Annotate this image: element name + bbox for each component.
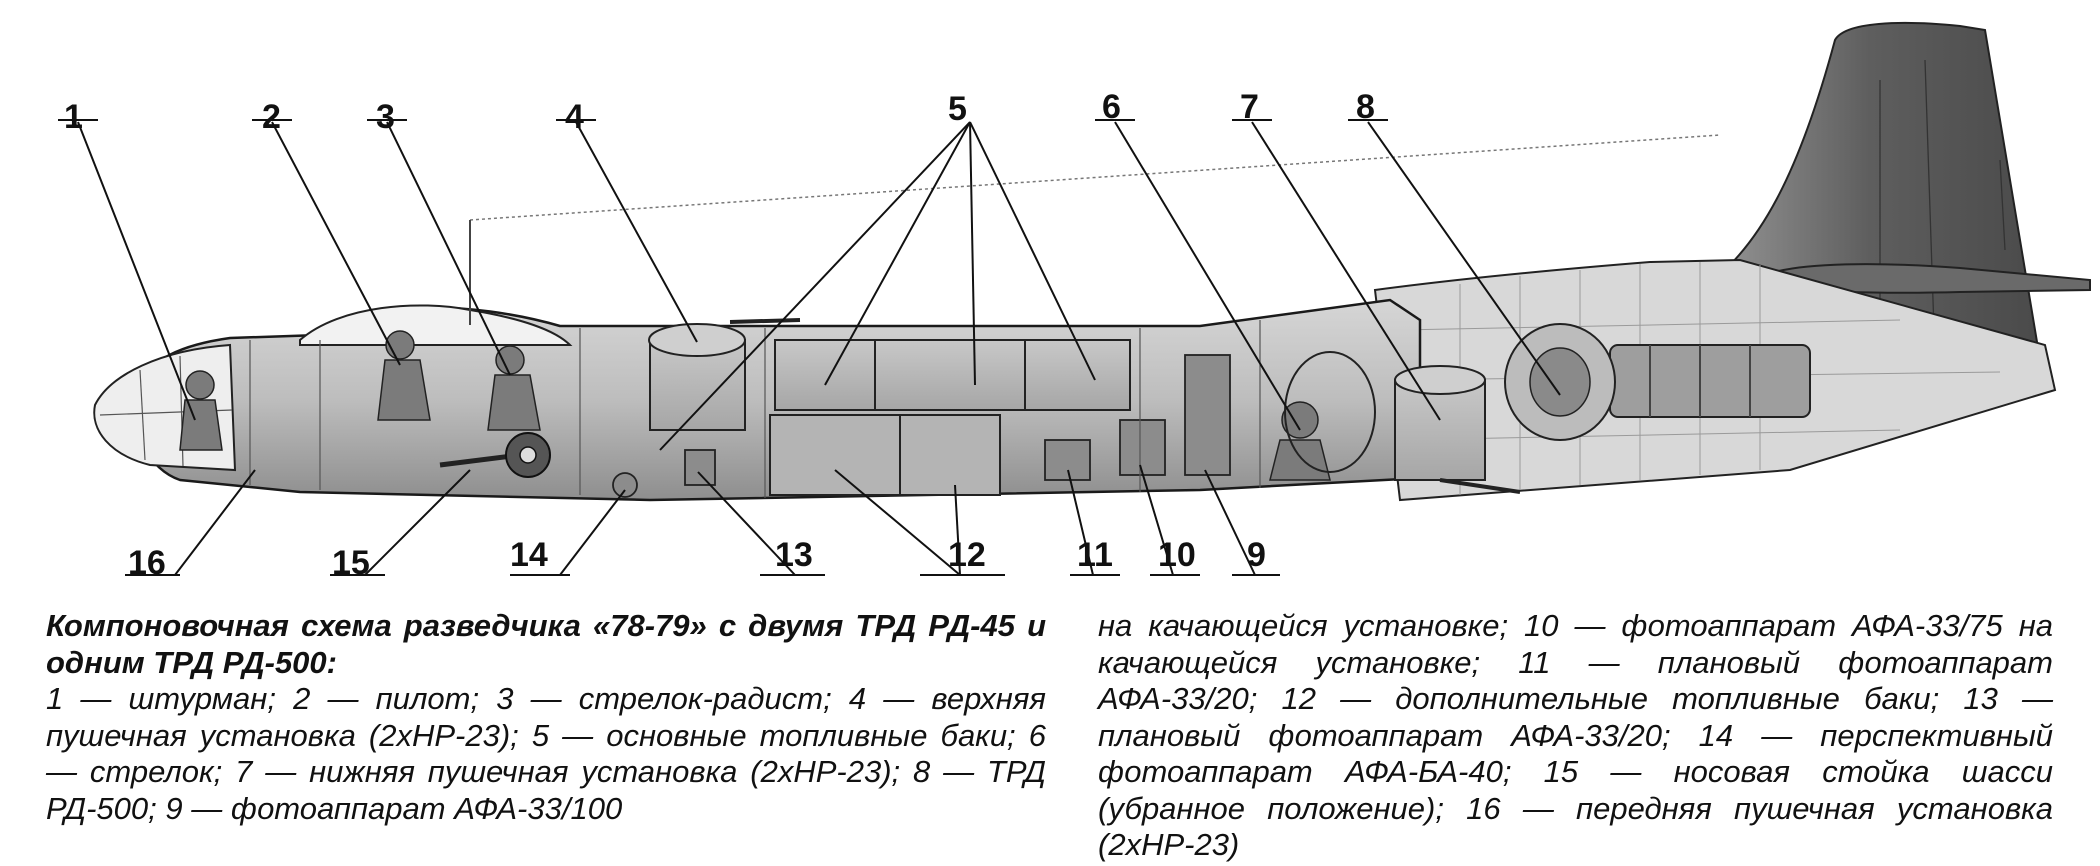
callout-16: 16 <box>128 544 166 582</box>
callout-10: 10 <box>1158 536 1196 574</box>
nose-landing-gear <box>439 432 551 478</box>
callout-9: 9 <box>1247 536 1266 574</box>
callout-2: 2 <box>262 98 281 136</box>
figure-caption: Компоновочная схема разведчика «78-79» с… <box>46 608 2056 862</box>
callout-1: 1 <box>64 98 83 136</box>
callout-5: 5 <box>948 90 967 128</box>
callout-4: 4 <box>565 98 584 136</box>
lower-gun-turret <box>1394 365 1521 494</box>
leader-lines <box>58 119 1561 576</box>
callout-3: 3 <box>376 98 395 136</box>
callout-8: 8 <box>1356 88 1375 126</box>
antenna-wire <box>469 134 1721 221</box>
caption-legend-part1: 1 — штурман; 2 — пилот; 3 — стрелок-ради… <box>46 681 1046 826</box>
tail-engine <box>1504 323 1811 441</box>
callout-14: 14 <box>510 536 548 574</box>
callout-7: 7 <box>1240 88 1259 126</box>
callout-15: 15 <box>332 544 370 582</box>
caption-right-column: на качающейся установке; 10 — фотоаппара… <box>1098 608 2053 864</box>
additional-fuel-tanks <box>769 414 1001 496</box>
main-fuel-tanks <box>774 339 1131 411</box>
callout-6: 6 <box>1102 88 1121 126</box>
aircraft-cutaway-diagram: 1 2 3 4 5 6 7 8 9 10 11 12 13 14 15 16 <box>58 21 2091 582</box>
crew-radio-gunner <box>487 345 541 431</box>
callout-13: 13 <box>775 536 813 574</box>
callout-11: 11 <box>1077 536 1113 574</box>
aft-gunner-station <box>1269 351 1376 481</box>
camera-installations <box>612 354 1231 498</box>
caption-title: Компоновочная схема разведчика «78-79» с… <box>46 608 1046 680</box>
fuselage-frames <box>249 320 1261 498</box>
caption-left-column: Компоновочная схема разведчика «78-79» с… <box>46 608 1046 827</box>
caption-legend-part2: на качающейся установке; 10 — фотоаппара… <box>1098 608 2053 862</box>
callout-12: 12 <box>948 536 986 574</box>
crew-navigator <box>179 370 223 451</box>
cockpit-canopy <box>299 304 573 346</box>
